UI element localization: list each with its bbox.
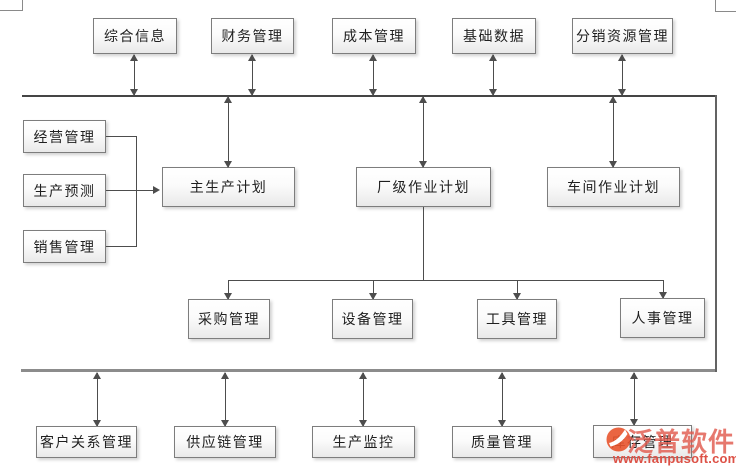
node-label: 经营管理 [33, 128, 96, 145]
node-workshop-operation-plan: 车间作业计划 [547, 167, 680, 207]
corner-fragment-left [0, 0, 23, 11]
arrow-to-tool [513, 280, 521, 300]
node-finance-management: 财务管理 [211, 18, 294, 54]
arrow-bus-distribution [618, 54, 626, 96]
node-label: 车间作业计划 [567, 179, 660, 195]
node-quality-management: 质量管理 [452, 426, 552, 458]
connector-business-stub [106, 136, 136, 137]
node-label: 财务管理 [221, 28, 284, 44]
node-procurement-management: 采购管理 [188, 299, 270, 339]
arrow-to-equipment [369, 280, 377, 300]
node-label: 生产预测 [33, 182, 96, 199]
connector-factory-plan-feed [423, 207, 424, 280]
node-tool-management: 工具管理 [477, 299, 557, 339]
arrow-bus-inventory [630, 372, 638, 426]
arrow-bus-finance [248, 54, 256, 96]
node-master-production-plan: 主生产计划 [162, 167, 295, 207]
distribution-line [228, 280, 663, 281]
node-supply-chain-management: 供应链管理 [174, 426, 276, 458]
arrow-bus-quality [498, 372, 506, 427]
node-label: 质量管理 [471, 434, 533, 450]
node-label: 生产监控 [332, 434, 395, 450]
node-label: 基础数据 [463, 28, 525, 44]
node-label: 客户关系管理 [40, 434, 133, 450]
node-business-management: 经营管理 [23, 120, 106, 153]
node-hr-management: 人事管理 [620, 298, 705, 338]
node-label: 厂级作业计划 [377, 179, 470, 195]
node-basic-data: 基础数据 [452, 18, 536, 54]
node-label: 人事管理 [631, 310, 694, 326]
node-label: 综合信息 [104, 28, 166, 44]
connector-left-vertical [136, 136, 137, 247]
arrow-to-hr [659, 280, 667, 299]
node-label: 设备管理 [341, 311, 404, 327]
arrow-bus-production-monitoring [359, 372, 367, 427]
top-bus-line [22, 95, 717, 97]
arrow-forecast-to-master-plan [106, 186, 160, 194]
node-crm: 客户关系管理 [36, 426, 137, 458]
arrow-bus-basic-data [489, 54, 497, 96]
right-frame-line [715, 95, 717, 372]
node-equipment-management: 设备管理 [332, 299, 413, 339]
arrow-bus-cost [369, 54, 377, 96]
node-label: 分销资源管理 [576, 28, 669, 44]
node-production-forecast: 生产预测 [23, 174, 106, 207]
arrow-bus-supply-chain [221, 372, 229, 427]
node-inventory-management: 库存管理 [593, 425, 692, 458]
node-sales-management: 销售管理 [23, 230, 106, 263]
node-production-monitoring: 生产监控 [312, 426, 415, 458]
arrow-bus-factory-plan [419, 96, 427, 168]
arrow-bus-workshop-plan [609, 96, 617, 168]
node-label: 销售管理 [33, 238, 96, 255]
arrow-bus-comprehensive-info [130, 54, 138, 96]
bottom-bus-line [21, 369, 717, 372]
node-distribution-resource-management: 分销资源管理 [572, 18, 673, 54]
node-label: 主生产计划 [189, 179, 268, 195]
node-label: 库存管理 [611, 433, 674, 450]
node-factory-operation-plan: 厂级作业计划 [356, 167, 491, 207]
corner-fragment-right [715, 0, 736, 12]
node-cost-management: 成本管理 [332, 18, 416, 54]
arrow-to-procurement [224, 280, 232, 300]
arrow-bus-master-plan [224, 96, 232, 168]
node-label: 采购管理 [198, 311, 260, 327]
node-label: 供应链管理 [186, 434, 264, 450]
arrow-bus-crm [93, 372, 101, 427]
connector-sales-stub [106, 246, 136, 247]
node-comprehensive-info: 综合信息 [93, 18, 177, 54]
node-label: 工具管理 [486, 311, 548, 327]
node-label: 成本管理 [343, 28, 405, 44]
